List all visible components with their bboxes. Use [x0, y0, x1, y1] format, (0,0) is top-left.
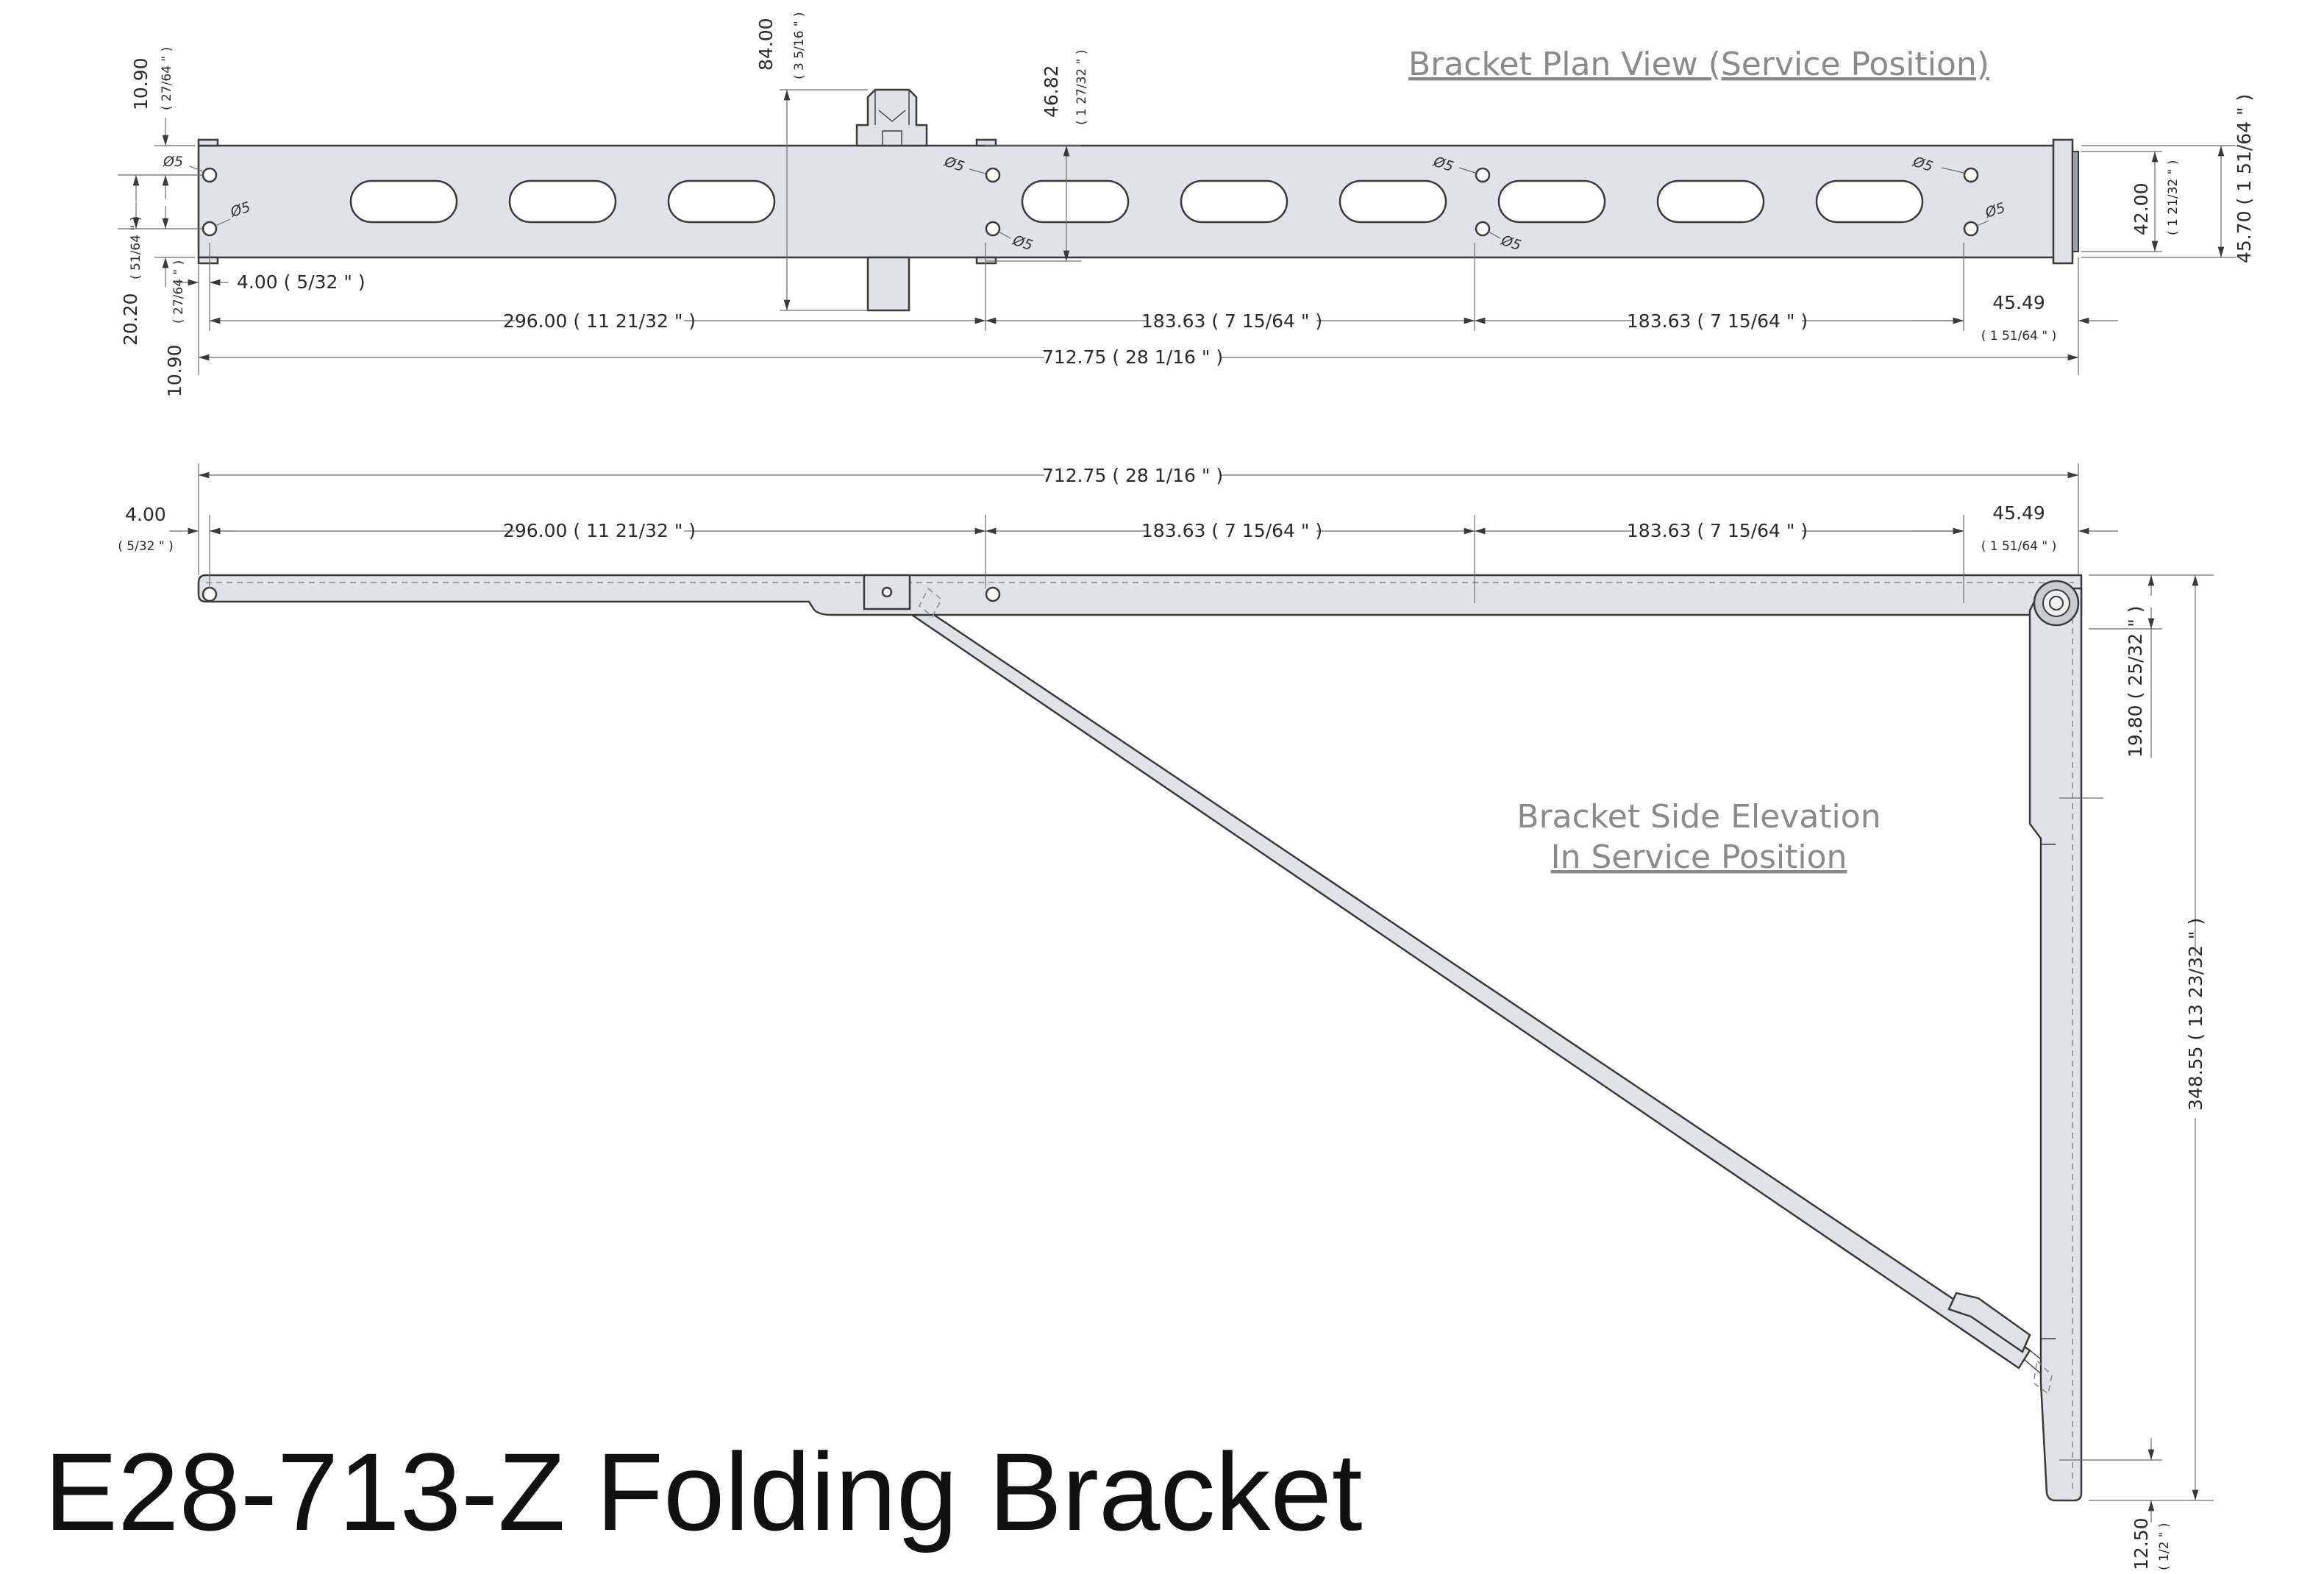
plan-end-block [2052, 138, 2074, 265]
side-dim-overall: 712.75 ( 28 1/16 " ) [1042, 465, 1223, 486]
dim-top-left: 10.90 [130, 57, 152, 110]
plan-slots [349, 179, 1924, 224]
dim-width-inner-frac: ( 1 21/32 " ) [2166, 160, 2181, 235]
plan-bottom-tab [866, 256, 910, 312]
dim-seg3: 183.63 ( 7 15/64 " ) [1627, 310, 1808, 332]
side-view-title-line2: In Service Position [1551, 838, 1847, 876]
plan-left-tab-bottom [197, 256, 219, 265]
side-view-title-line1: Bracket Side Elevation [1516, 798, 1881, 836]
hole [202, 221, 218, 237]
dim-left-span-frac: ( 51/64 " ) [129, 216, 143, 279]
hole-diameter-label: Ø5 [163, 154, 183, 170]
slot [667, 179, 776, 224]
plan-tab-height-dim: 84.00 ( 3 5/16 " ) [755, 12, 868, 311]
plan-end-cap [2072, 151, 2079, 252]
side-dim-vertical-bottom: 12.50 [2131, 1517, 2152, 1570]
hole [1475, 221, 1491, 237]
slot [1021, 179, 1130, 224]
hole [1963, 167, 1979, 183]
hole [1475, 167, 1491, 183]
dim-tab-height: 84.00 [755, 18, 777, 71]
dim-left-span: 20.20 [120, 293, 141, 346]
dim-overall: 712.75 ( 28 1/16 " ) [1042, 346, 1223, 368]
plan-mid-tab-bottom [975, 256, 997, 265]
plan-plate [197, 144, 2074, 259]
dim-bottom-left-frac: ( 27/64 " ) [171, 260, 186, 324]
plan-offset-dim: 4.00 ( 5/32 " ) [177, 271, 366, 293]
drawing-title: E28-713-Z Folding Bracket [44, 1430, 1363, 1553]
plan-mid-tab-top [975, 138, 997, 147]
plan-left-dims: 10.90 ( 27/64 " ) 20.20 ( 51/64 " ) 10.9… [118, 47, 202, 397]
side-hole [985, 586, 1001, 602]
side-dim-seg2: 183.63 ( 7 15/64 " ) [1141, 520, 1322, 541]
plan-hinge-tab [855, 88, 928, 147]
side-vertical-dims: 19.80 ( 25/32 " ) 348.55 ( 13 23/32 " ) … [2059, 574, 2214, 1570]
side-dim-seg3: 183.63 ( 7 15/64 " ) [1627, 520, 1808, 541]
dim-width-inner: 42.00 [2131, 182, 2152, 235]
dim-tab-height-frac: ( 3 5/16 " ) [792, 12, 807, 79]
diagonal-strut [908, 613, 2031, 1370]
side-horizontal-dims: 712.75 ( 28 1/16 " ) 4.00 ( 5/32 " ) 296… [118, 463, 2118, 603]
slot [1815, 179, 1924, 224]
side-dim-vertical-bottom-frac: ( 1/2 " ) [2157, 1523, 2172, 1570]
dim-width-outer: 45.70 ( 1 51/64 " ) [2234, 94, 2255, 263]
side-dim-end: 45.49 [1992, 502, 2045, 524]
dim-seg2: 183.63 ( 7 15/64 " ) [1141, 310, 1322, 332]
plan-left-tab-top [197, 138, 219, 147]
slot [508, 179, 617, 224]
side-dim-vertical-total: 348.55 ( 13 23/32 " ) [2185, 918, 2206, 1111]
plan-view-title: Bracket Plan View (Service Position) [1408, 46, 1989, 83]
dim-offset: 4.00 ( 5/32 " ) [237, 271, 366, 293]
dim-end: 45.49 [1992, 292, 2045, 313]
side-hole [202, 586, 218, 602]
plan-right-dims: 42.00 ( 1 21/32 " ) 45.70 ( 1 51/64 " ) [2081, 94, 2255, 263]
hole [985, 167, 1001, 183]
plan-holes [202, 167, 1979, 237]
vertical-leg [2028, 587, 2083, 1502]
dim-top-left-frac: ( 27/64 " ) [160, 47, 174, 110]
side-dim-vertical-top: 19.80 ( 25/32 " ) [2125, 606, 2146, 758]
horizontal-arm [197, 574, 2083, 616]
dim-seg1: 296.00 ( 11 21/32 " ) [503, 310, 696, 332]
side-dim-seg1: 296.00 ( 11 21/32 " ) [503, 520, 696, 541]
hole [1963, 221, 1979, 237]
dim-bottom-left: 10.90 [164, 344, 185, 397]
slot [1497, 179, 1606, 224]
plan-hole-span-dim: 46.82 ( 1 27/32 " ) [985, 49, 1089, 262]
strut-sleeve [1947, 1292, 2031, 1353]
side-dim-end-frac: ( 1 51/64 " ) [1981, 539, 2057, 554]
slot [1339, 179, 1447, 224]
hole [202, 167, 218, 183]
hole [985, 221, 1001, 237]
side-dim-offset: 4.00 [125, 504, 166, 525]
slot [1656, 179, 1765, 224]
dim-end-frac: ( 1 51/64 " ) [1981, 329, 2057, 343]
plan-horizontal-dims: 296.00 ( 11 21/32 " ) 183.63 ( 7 15/64 "… [198, 243, 2118, 375]
side-view: Bracket Side Elevation In Service Positi… [118, 463, 2214, 1570]
slot [1180, 179, 1288, 224]
dim-hole-span-frac: ( 1 27/32 " ) [1074, 49, 1089, 125]
plan-view: Bracket Plan View (Service Position) [118, 12, 2255, 397]
side-dim-offset-frac: ( 5/32 " ) [118, 539, 173, 554]
dim-hole-span: 46.82 [1041, 65, 1062, 118]
slot [349, 179, 458, 224]
